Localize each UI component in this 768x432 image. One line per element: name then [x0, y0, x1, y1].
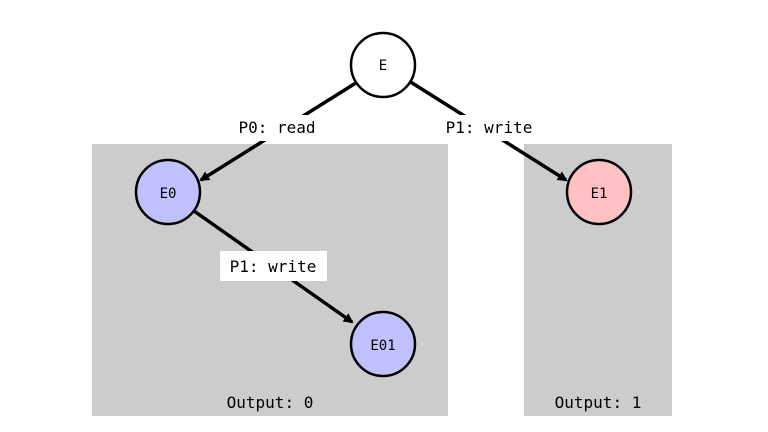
output-label-left: Output: 0 [227, 393, 314, 412]
node-e01 [349, 310, 417, 378]
edge-label-bg-root-e0 [228, 115, 326, 141]
edge-label-root-e0: P0: read [238, 118, 315, 137]
edge-label-bg-e0-e01 [220, 251, 327, 281]
node-root [349, 31, 417, 99]
node-e01-label: E01 [370, 338, 395, 354]
node-e1-label: E1 [591, 186, 608, 202]
node-e1 [565, 158, 633, 226]
node-e0-label: E0 [160, 186, 177, 202]
edge-label-e0-e01: P1: write [230, 257, 317, 276]
node-root-label: E [379, 58, 387, 74]
node-e0 [134, 158, 202, 226]
edge-label-root-e1: P1: write [446, 118, 533, 137]
edge-label-bg-root-e1 [434, 115, 544, 141]
output-label-right: Output: 1 [555, 393, 642, 412]
